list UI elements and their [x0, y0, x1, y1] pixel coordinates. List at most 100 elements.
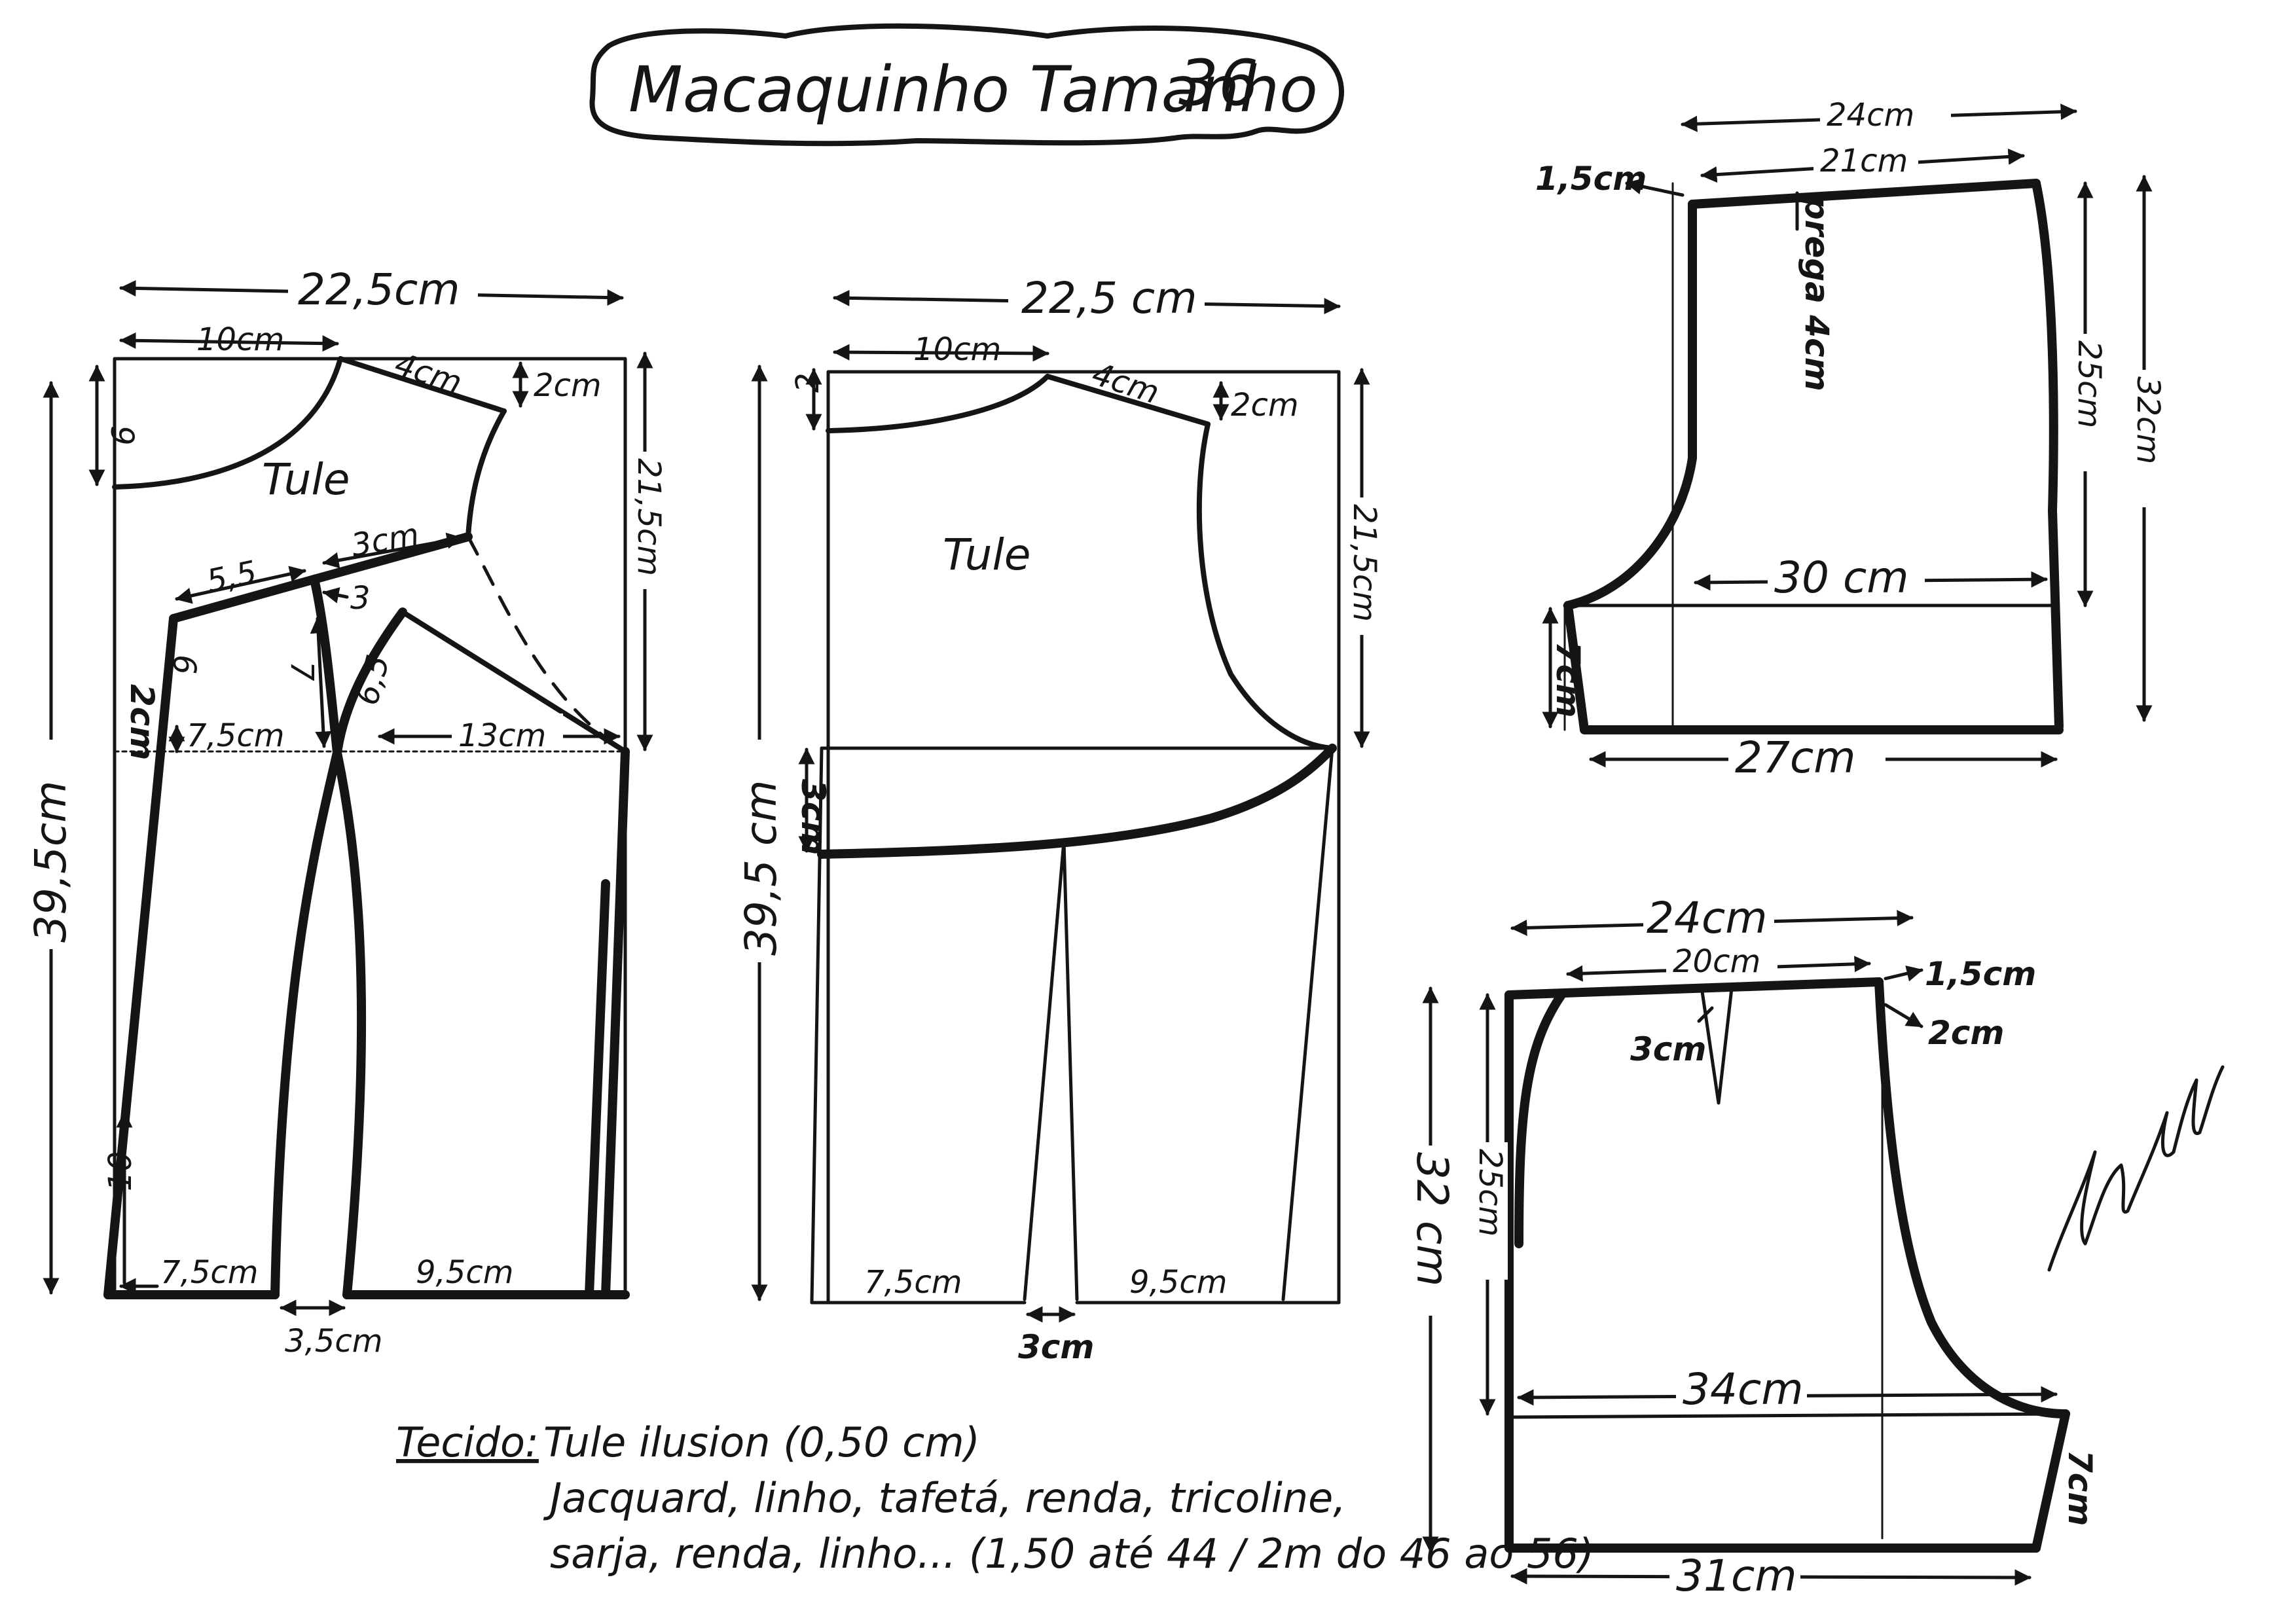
shorts-front-side-out-label: 2cm — [1928, 1014, 2005, 1052]
front-width-mask — [288, 265, 478, 311]
shorts-back-pleat-label: prega 4cm — [1798, 196, 1836, 391]
back-right-seam — [1281, 746, 1334, 1301]
shorts-front-dart — [1700, 986, 1734, 1105]
front-neck-drop-label: 9 — [103, 425, 140, 446]
front-crotch-b-label: 3 — [350, 580, 371, 617]
back-bodice-mask — [1347, 497, 1380, 635]
title-text: Macaquinho Tamanho — [629, 53, 1318, 126]
front-hem10-label: 10 — [102, 1151, 139, 1191]
front-hip-right-label: 13cm — [458, 717, 546, 754]
back-width-label: 22,5 cm — [1021, 273, 1197, 323]
front-width-label: 22,5cm — [298, 264, 460, 315]
front-material-label: Tule — [262, 454, 350, 505]
front-left-seam — [103, 614, 178, 1299]
shorts-front-dart-label: 3cm — [1630, 1030, 1707, 1068]
title-banner: Macaquinho Tamanho 36 — [589, 23, 1344, 147]
title-size: 36 — [1178, 46, 1258, 120]
back-neck-label: 10cm — [913, 331, 1001, 368]
signature — [2047, 1065, 2225, 1272]
shorts-front-waist-mask — [1666, 943, 1777, 975]
front-shoulder — [338, 356, 507, 414]
back-center-dart — [1023, 839, 1079, 1301]
shorts-front-hip-curve — [1514, 990, 1566, 1248]
shorts-front-crotch-mask — [1676, 1371, 1807, 1411]
front-neckline — [112, 356, 343, 490]
back-neckline — [826, 374, 1050, 433]
shorts-front-dart-pointer — [1697, 1006, 1714, 1023]
shorts-front-top-mask — [1643, 897, 1774, 943]
shorts-back-raise-arrow — [1625, 178, 1685, 197]
front-armhole — [465, 408, 507, 539]
shorts-back-waist-mask — [1813, 141, 1918, 173]
fabric-heading: Tecido: — [396, 1418, 539, 1466]
back-shoulder — [1045, 374, 1211, 427]
fabric-line-1: Tule ilusion (0,50 cm) — [543, 1418, 980, 1466]
shorts-back-total-mask — [2128, 370, 2164, 507]
back-bodice-height-label: 21,5cm — [1346, 504, 1383, 622]
shorts-back-frame — [1563, 182, 1674, 731]
back-hem-left-label: 7,5cm — [864, 1264, 962, 1301]
shorts-front-hem-mask — [1669, 1555, 1800, 1594]
shorts-back-side-label: 25cm — [2071, 340, 2107, 428]
shorts-front-crotch-label: 34cm — [1683, 1364, 1804, 1415]
front-center-line — [270, 575, 342, 1299]
shorts-back-leg-label: 7cm — [1549, 641, 1587, 718]
front-seg65-label: 6,5 — [348, 651, 397, 709]
back-armhole — [1196, 422, 1335, 751]
back-shoulder-label: 4cm — [1087, 355, 1163, 411]
shorts-back-raise-label: 1,5cm — [1535, 160, 1647, 198]
back-material-label: Tule — [943, 530, 1030, 580]
back-hem-gap-label: 3cm — [1018, 1328, 1095, 1366]
back-pattern: 22,5 cm 10cm 4cm 2cm 2 Tule 21,5cm 39,5 … — [736, 273, 1383, 1366]
back-hem-right-label: 9,5cm — [1129, 1264, 1227, 1301]
shorts-back-leg — [1563, 601, 2064, 734]
front-hip-right-mask — [452, 713, 563, 749]
front-seg7-label: 7 — [283, 661, 320, 681]
back-neck-drop-label: 2 — [790, 372, 826, 393]
back-total-mask — [737, 740, 782, 962]
front-total-mask — [29, 740, 75, 949]
front-seg6-label: 6 — [166, 655, 202, 675]
back-shoulder-drop-label: 2cm — [1231, 387, 1299, 424]
back-frame — [826, 370, 1341, 1305]
shorts-back-hem-label: 27cm — [1735, 732, 1856, 783]
front-neck-arrow — [119, 332, 339, 352]
front-neck-label: 10cm — [196, 321, 284, 358]
back-neck-arrow — [833, 344, 1049, 362]
front-dart-arrow — [322, 532, 464, 569]
shorts-front-crotch-line — [1507, 1412, 2068, 1419]
shorts-front-raise-label: 1,5cm — [1925, 955, 2036, 993]
front-right-seam — [585, 747, 630, 1299]
fabric-note: Tecido: Tule ilusion (0,50 cm) Jacquard,… — [396, 1418, 1594, 1578]
front-bodice-mask — [630, 452, 663, 589]
shorts-front-raise-arrow — [1884, 965, 1923, 982]
shorts-front-total-mask — [1413, 1146, 1452, 1316]
shorts-back-total-label: 32cm — [2130, 376, 2166, 464]
shorts-front-total-label: 32 cm — [1407, 1152, 1457, 1287]
front-hem-right-label: 9,5cm — [416, 1254, 513, 1291]
back-waist-curve — [817, 744, 1337, 859]
shorts-back-pattern: 24cm 21cm 1,5cm prega 4cm 25cm 32cm 30 c… — [1535, 92, 2166, 783]
front-crotch-a-arrow — [175, 566, 306, 604]
front-frame — [113, 357, 627, 1297]
shorts-back-top-mask — [1820, 92, 1951, 137]
shorts-front-side-label: 25cm — [1472, 1149, 1508, 1236]
shorts-front-top-label: 24cm — [1647, 893, 1768, 943]
front-seg7-arrow — [310, 617, 332, 748]
shorts-front-leg-seam — [2032, 1409, 2070, 1553]
shorts-back-right-seam — [2032, 179, 2064, 731]
shorts-back-side-mask — [2069, 334, 2105, 471]
front-bodice-height-label: 21,5cm — [630, 458, 667, 576]
fabric-line-3: sarja, renda, linho... (1,50 até 44 / 2m… — [550, 1530, 1594, 1578]
title-cloud — [589, 23, 1344, 147]
back-total-height-label: 39,5 cm — [736, 780, 786, 956]
front-pattern: 22,5cm 10cm 4cm 2cm 9 Tule 21,5cm 39,5cm… — [26, 264, 667, 1360]
front-hem-gap-label: 3,5cm — [285, 1323, 382, 1360]
shorts-back-waist-label: 21cm — [1820, 143, 1908, 179]
shorts-back-crotch-mask — [1768, 556, 1925, 596]
back-width-mask — [1008, 275, 1205, 321]
front-shoulder-drop-label: 2cm — [534, 367, 602, 404]
signature-scribble — [2047, 1065, 2225, 1272]
shorts-back-crotch-label: 30 cm — [1774, 552, 1909, 603]
